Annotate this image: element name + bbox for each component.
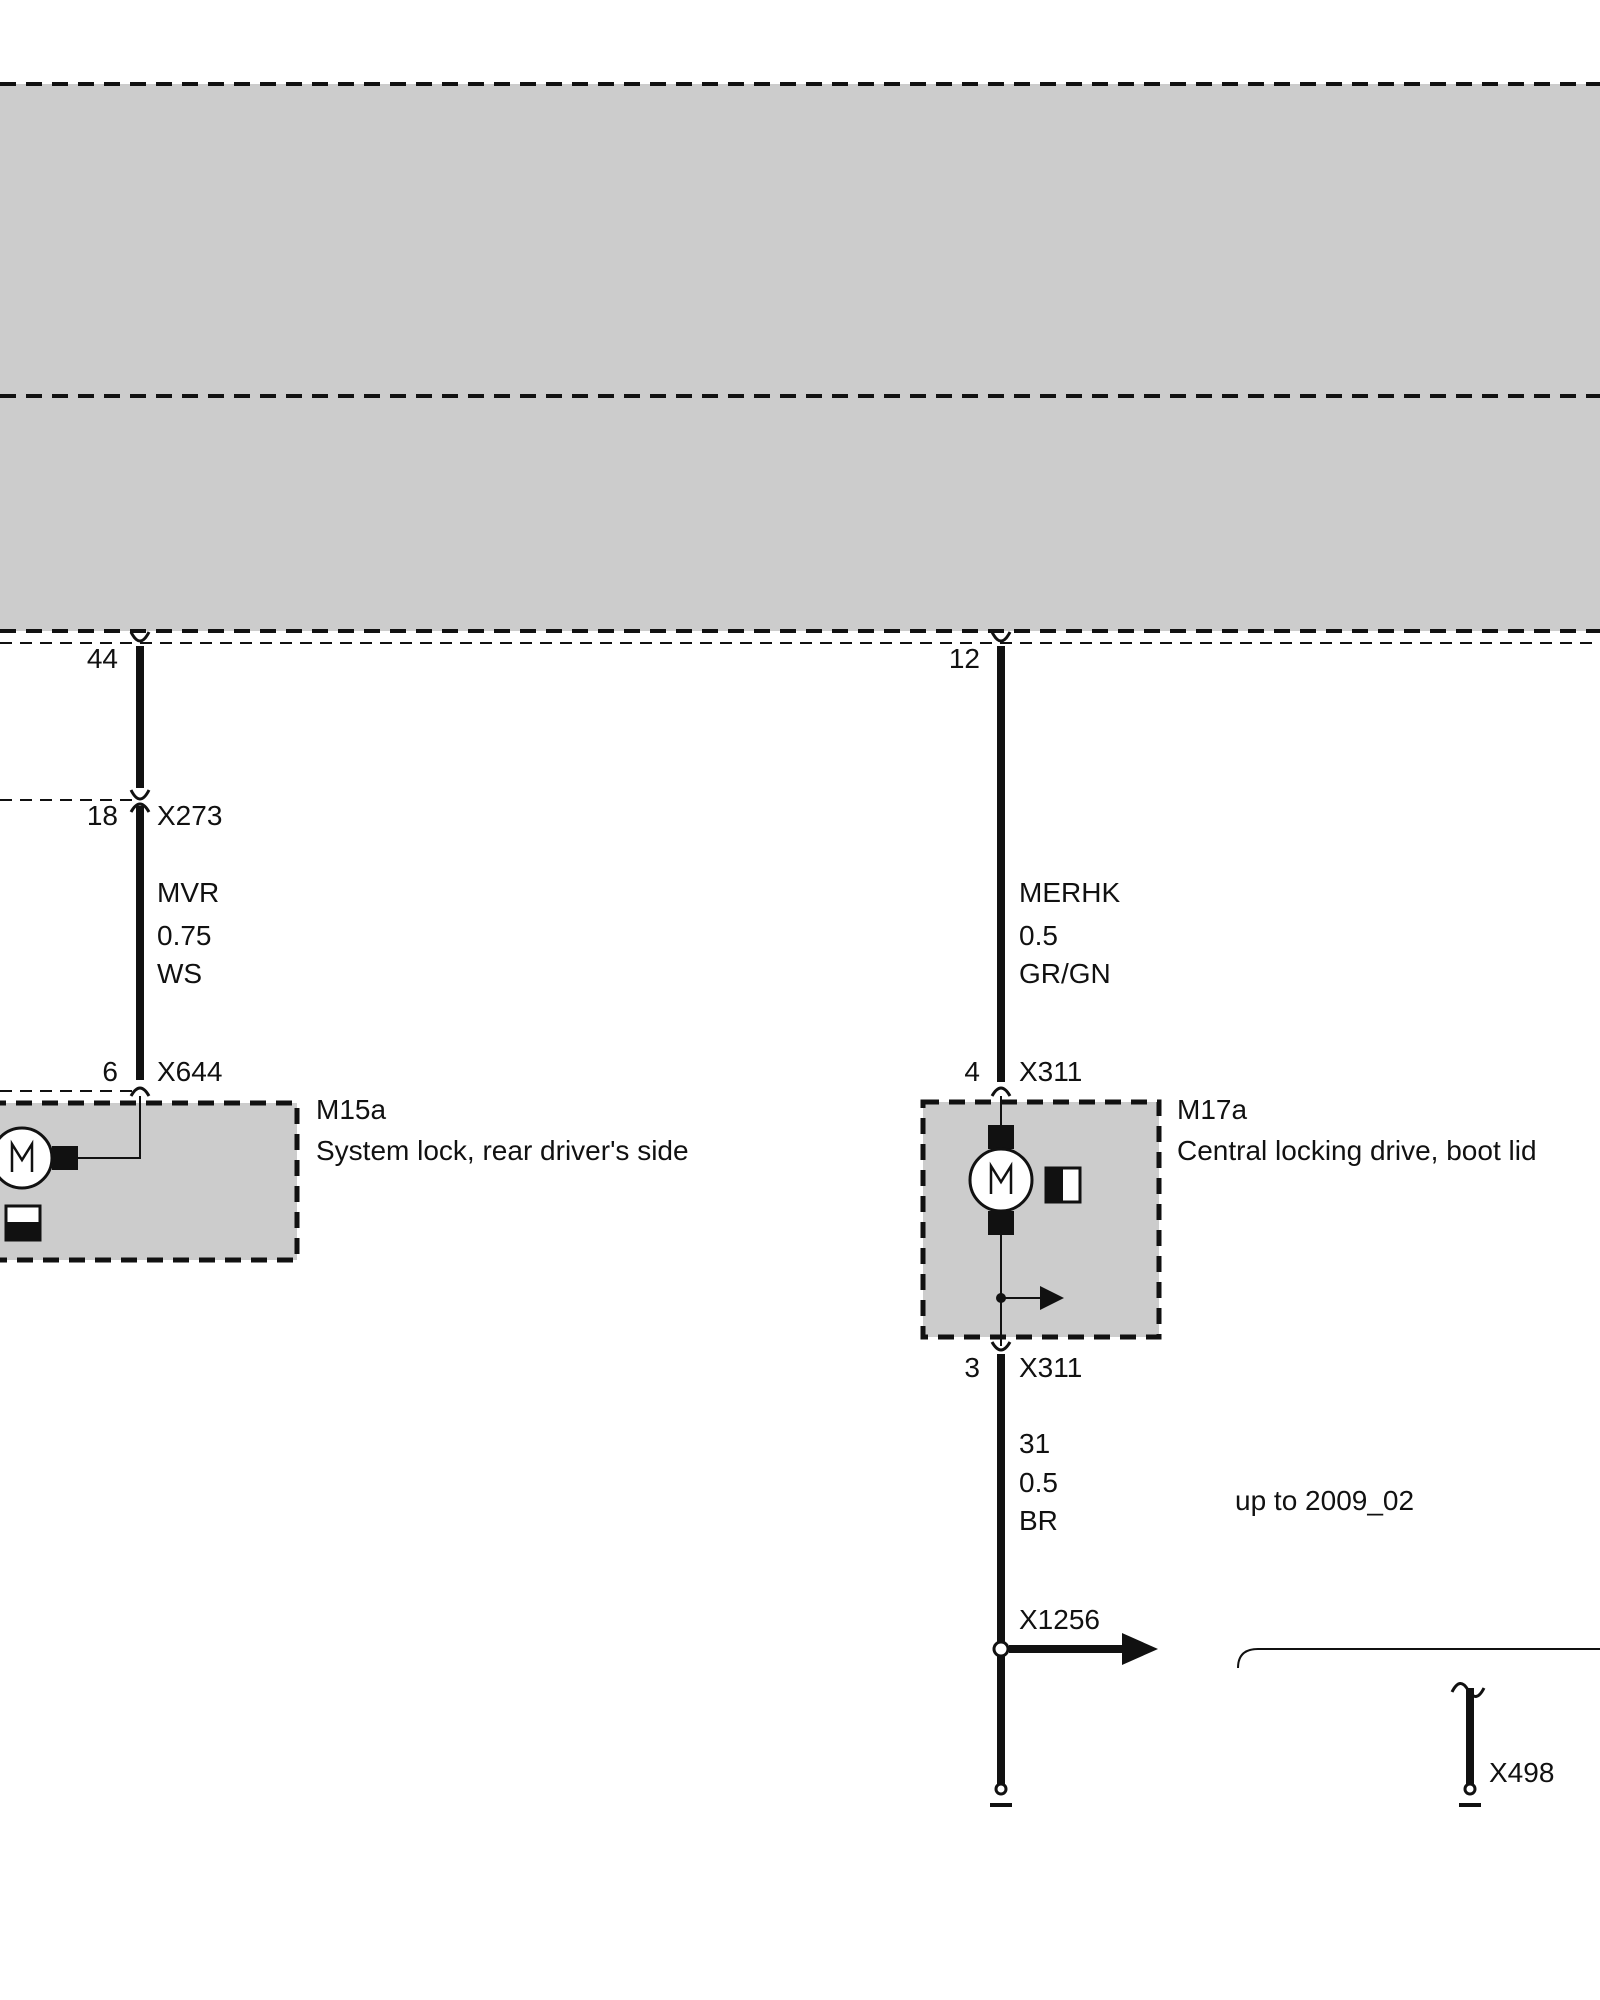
- motor-icon: [0, 1126, 78, 1190]
- m15a-code: M15a: [316, 1094, 386, 1125]
- x311-top-connector-label: X311: [1019, 1056, 1082, 1087]
- left-circuit: 44 18 X273 MVR 0.75 WS 6 X644 M15a Syste…: [0, 631, 689, 1263]
- x311-top-pin-label: 4: [964, 1056, 980, 1087]
- position-switch-icon: [4, 1204, 42, 1242]
- wire-mvr-color: WS: [157, 958, 202, 989]
- wire-merhk-signal: MERHK: [1019, 877, 1120, 908]
- ground-icon: [1459, 1782, 1481, 1807]
- pin-44-label: 44: [87, 643, 118, 674]
- motor-icon: [968, 1125, 1034, 1235]
- ground-icon: [990, 1782, 1012, 1807]
- pin-12-label: 12: [949, 643, 980, 674]
- x1256-splice-node: [992, 1640, 1010, 1658]
- m15a-box: [0, 1100, 300, 1263]
- x273-connector-label: X273: [157, 800, 222, 831]
- m17a-code: M17a: [1177, 1094, 1247, 1125]
- x273-pin-label: 18: [87, 800, 118, 831]
- wire-merhk-size: 0.5: [1019, 920, 1058, 951]
- position-switch-icon: [1044, 1166, 1082, 1204]
- m15a-description: System lock, rear driver's side: [316, 1135, 689, 1166]
- wire-mvr-signal: MVR: [157, 877, 219, 908]
- variant-group: up to 2009_02 X498: [1235, 1485, 1600, 1807]
- wire-31-size: 0.5: [1019, 1467, 1058, 1498]
- wire-31-color: BR: [1019, 1505, 1058, 1536]
- control-module: [0, 82, 1600, 644]
- x311-bottom-pin-label: 3: [964, 1352, 980, 1383]
- x644-connector-label: X644: [157, 1056, 222, 1087]
- arrow-right-icon: [1122, 1633, 1158, 1665]
- wire-merhk-color: GR/GN: [1019, 958, 1111, 989]
- variant-bracket: [1237, 1648, 1600, 1669]
- wire-31-signal: 31: [1019, 1428, 1050, 1459]
- x1256-label: X1256: [1019, 1604, 1100, 1635]
- x498-label: X498: [1489, 1757, 1554, 1788]
- right-circuit: 12 MERHK 0.5 GR/GN 4 X311 M17a Central l…: [920, 631, 1537, 1807]
- x311-bottom-connector-label: X311: [1019, 1352, 1082, 1383]
- wire-mvr-size: 0.75: [157, 920, 212, 951]
- variant-note: up to 2009_02: [1235, 1485, 1414, 1516]
- m17a-description: Central locking drive, boot lid: [1177, 1135, 1537, 1166]
- x644-pin-label: 6: [102, 1056, 118, 1087]
- arrow-right-icon: [996, 1286, 1064, 1310]
